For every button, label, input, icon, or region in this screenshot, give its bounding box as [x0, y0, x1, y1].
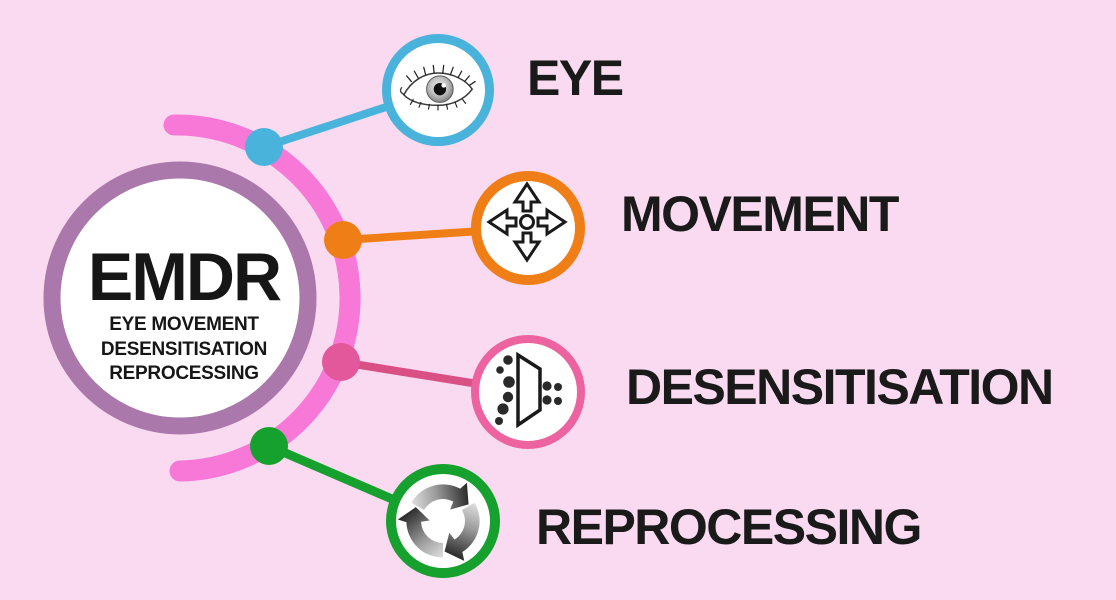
reprocessing-cycle-icon [397, 482, 480, 561]
desensitisation-node-circle [471, 335, 585, 449]
center-subtitle: EYE MOVEMENT DESENSITISATION REPROCESSIN… [44, 313, 324, 387]
center-circle [43, 161, 317, 435]
movement-arrows-icon [486, 181, 568, 263]
connector-dot-eye [245, 128, 283, 166]
branch-label-desensitisation: DESENSITISATION [626, 359, 1054, 415]
desensitisation-dots-icon [495, 351, 562, 429]
center-subtitle-line-2: DESENSITISATION [100, 338, 268, 360]
branch-label-reprocessing: REPROCESSING [536, 499, 922, 555]
connector-dot-movement [324, 221, 362, 259]
center-title: EMDR [87, 239, 282, 315]
center-subtitle-line-1: EYE MOVEMENT [109, 314, 259, 335]
branch-label-movement: MOVEMENT [621, 186, 899, 242]
center-subtitle-line-3: REPROCESSING [109, 363, 259, 384]
branch-label-eye: EYE [527, 50, 624, 106]
reprocessing-node-circle [386, 464, 500, 578]
eye-icon [399, 64, 476, 111]
connector-dot-reprocessing [250, 427, 288, 465]
connector-dot-desensitisation [322, 343, 360, 381]
